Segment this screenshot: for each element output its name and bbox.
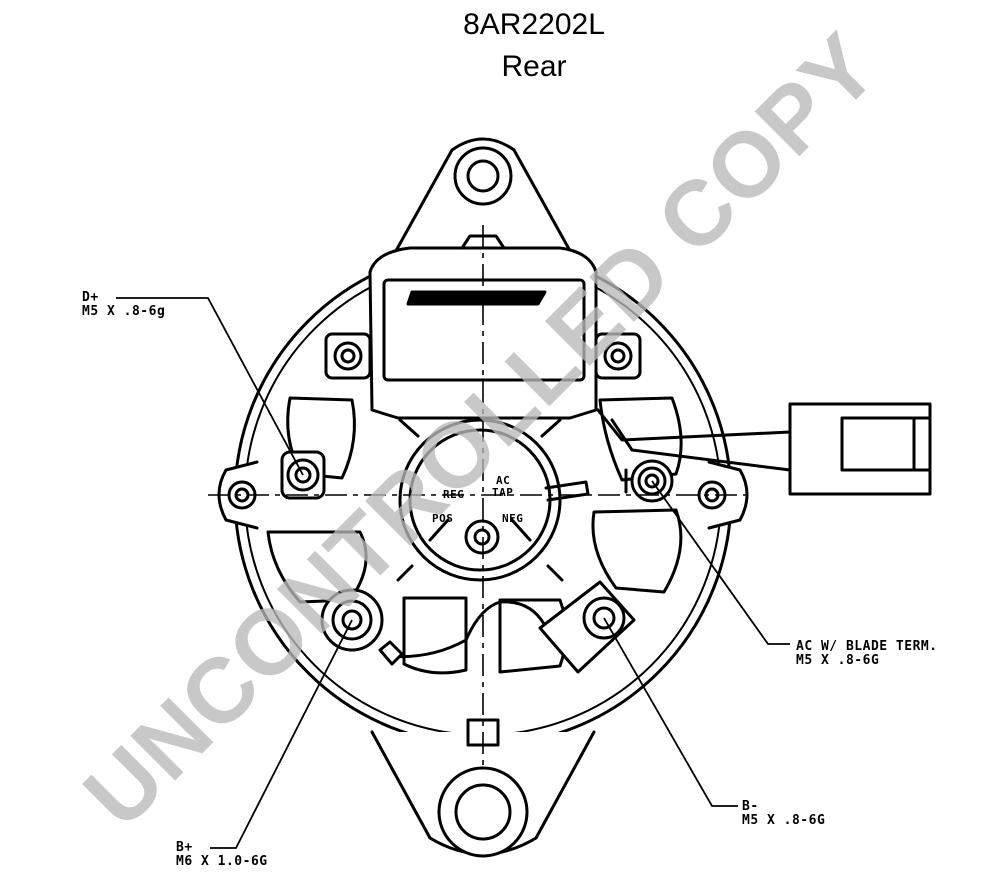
regulator-label-plate [382,278,586,382]
d-plus-spec: M5 X .8-6g [82,304,166,319]
bottom-mount-boss [437,766,529,858]
hub-spoke-sw [396,564,414,582]
connector-latch [912,416,932,472]
neg-lead [510,518,532,542]
d-plus-terminal-stud [294,466,312,484]
central-hub [398,418,562,582]
d-plus-leader [116,297,304,476]
ac-terminal-spec: M5 X .8-6G [796,653,880,668]
harness-wire-upper [596,408,792,442]
b-plus-terminal-nut [331,599,373,641]
b-minus-leader [603,617,738,807]
reg-left-screw [333,341,363,371]
b-plus-terminal-stud [341,609,363,631]
vent-bottom-left [402,596,468,675]
vent-upper-left [286,396,356,480]
lower-wire [384,600,546,659]
ac-terminal-nut [637,466,667,496]
hub-spoke-se [546,564,564,582]
pos-label: POS [432,512,454,525]
b-minus-name: B- [742,799,759,814]
model-title: 8AR2202L [463,8,605,41]
ac-tap-label-line1: AC [496,474,511,487]
b-plus-name: B+ [176,840,193,855]
b-minus-spec: M5 X .8-6G [742,813,826,828]
reg-right-mount [594,332,642,380]
harness-wire-lower [610,418,792,472]
pos-lead [428,518,450,542]
d-plus-terminal-nut [286,458,320,492]
ac-leader [651,480,790,645]
top-mount-hole [466,159,500,193]
reg-right-screw-inner [610,348,626,364]
lower-wire-clip [378,640,404,666]
ac-tap-lead [544,480,590,502]
top-mount-boss [453,146,513,206]
reg-right-screw [603,341,633,371]
b-minus-terminal-stud [592,606,616,630]
vent-lower-right [591,508,683,594]
reg-left-mount [324,332,372,380]
hub-spoke-ne [540,418,562,438]
reg-left-screw-inner [340,348,356,364]
neg-label: NEG [502,512,524,525]
connector-socket [840,416,916,472]
ac-terminal-name: AC W/ BLADE TERM. [796,639,938,654]
regulator-logo [406,290,547,306]
bottom-mount-hole [454,783,512,841]
hub-spoke-nw [398,418,420,438]
b-plus-spec: M6 X 1.0-6G [176,854,268,869]
ac-tap-label-line2: TAP [492,486,514,499]
d-plus-name: D+ [82,290,99,305]
reg-label: REG [443,488,465,501]
center-stud [464,519,500,555]
b-plus-leader [210,619,353,849]
ac-terminal-stud [644,473,660,489]
view-title: Rear [501,50,567,83]
center-stud-inner [473,528,491,546]
